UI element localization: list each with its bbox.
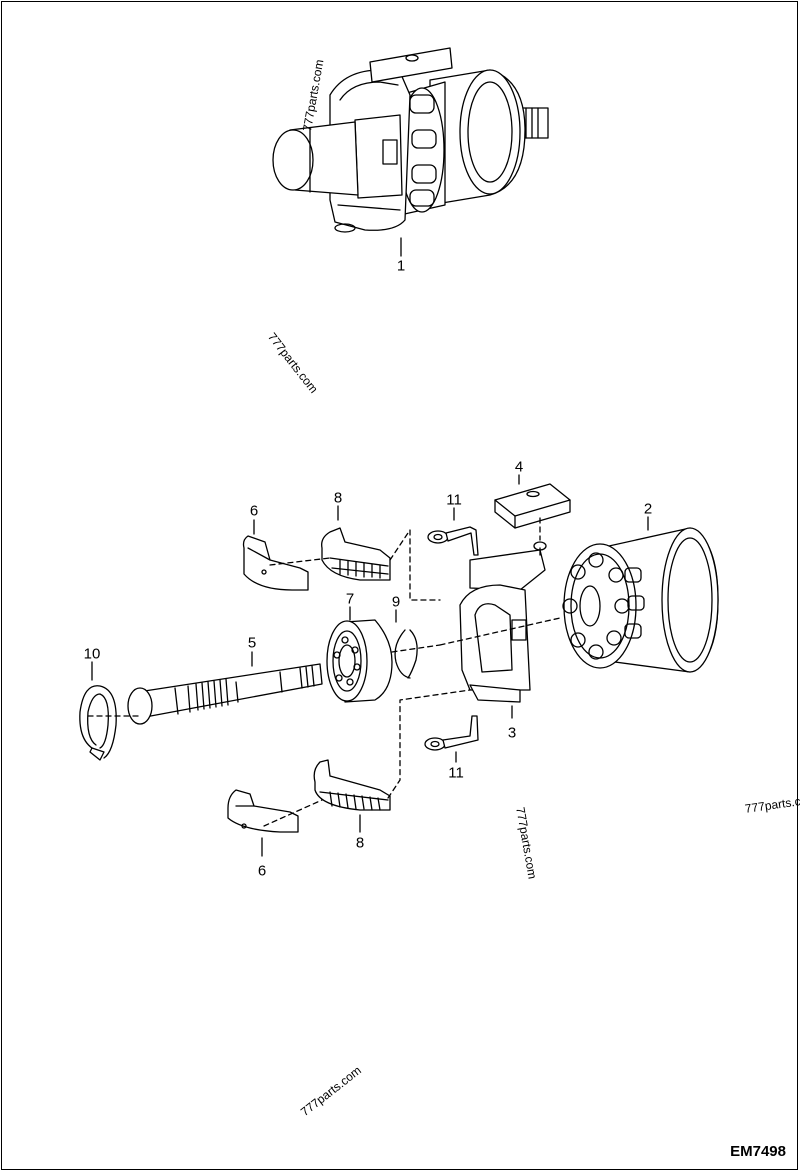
part-8-lower-bearing xyxy=(313,759,391,811)
callout-8-lower: 8 xyxy=(355,834,365,852)
assembled-pump-drawing xyxy=(272,47,549,233)
callout-5: 5 xyxy=(247,634,257,652)
callout-3: 3 xyxy=(507,724,517,742)
callout-10: 10 xyxy=(83,645,101,663)
callout-1: 1 xyxy=(396,257,406,275)
callout-4: 4 xyxy=(514,458,524,476)
callout-8-upper: 8 xyxy=(333,489,343,507)
drawing-code: EM7498 xyxy=(730,1143,786,1160)
part-11-lower-link xyxy=(424,715,479,751)
part-8-upper-bearing xyxy=(321,527,391,581)
part-7-roller-bearing xyxy=(326,619,393,703)
callout-9: 9 xyxy=(391,593,401,611)
dashed-line-8b xyxy=(387,689,471,799)
callout-7: 7 xyxy=(345,590,355,608)
part-9-snap-ring xyxy=(394,629,418,679)
dashed-axis xyxy=(391,644,441,653)
part-11-upper-link xyxy=(427,526,479,556)
callout-6-upper: 6 xyxy=(249,502,259,520)
callout-11-upper: 11 xyxy=(446,491,462,509)
callout-2: 2 xyxy=(643,500,653,518)
part-3-swashplate xyxy=(459,541,547,703)
part-5-drive-shaft xyxy=(127,663,323,725)
dashed-line-6a xyxy=(269,557,331,566)
part-4-control-block xyxy=(494,483,571,529)
part-2-cylinder-barrel xyxy=(562,527,719,673)
callout-11-lower: 11 xyxy=(448,764,464,782)
part-6-lower-bushing xyxy=(227,789,299,833)
dashed-axis-2 xyxy=(439,617,561,646)
part-6-upper-bushing xyxy=(242,535,309,591)
callout-6-lower: 6 xyxy=(257,862,267,880)
dashed-line-8a xyxy=(389,529,441,601)
part-10-retaining-ring xyxy=(79,685,117,761)
dashed-line-6b xyxy=(263,799,323,827)
